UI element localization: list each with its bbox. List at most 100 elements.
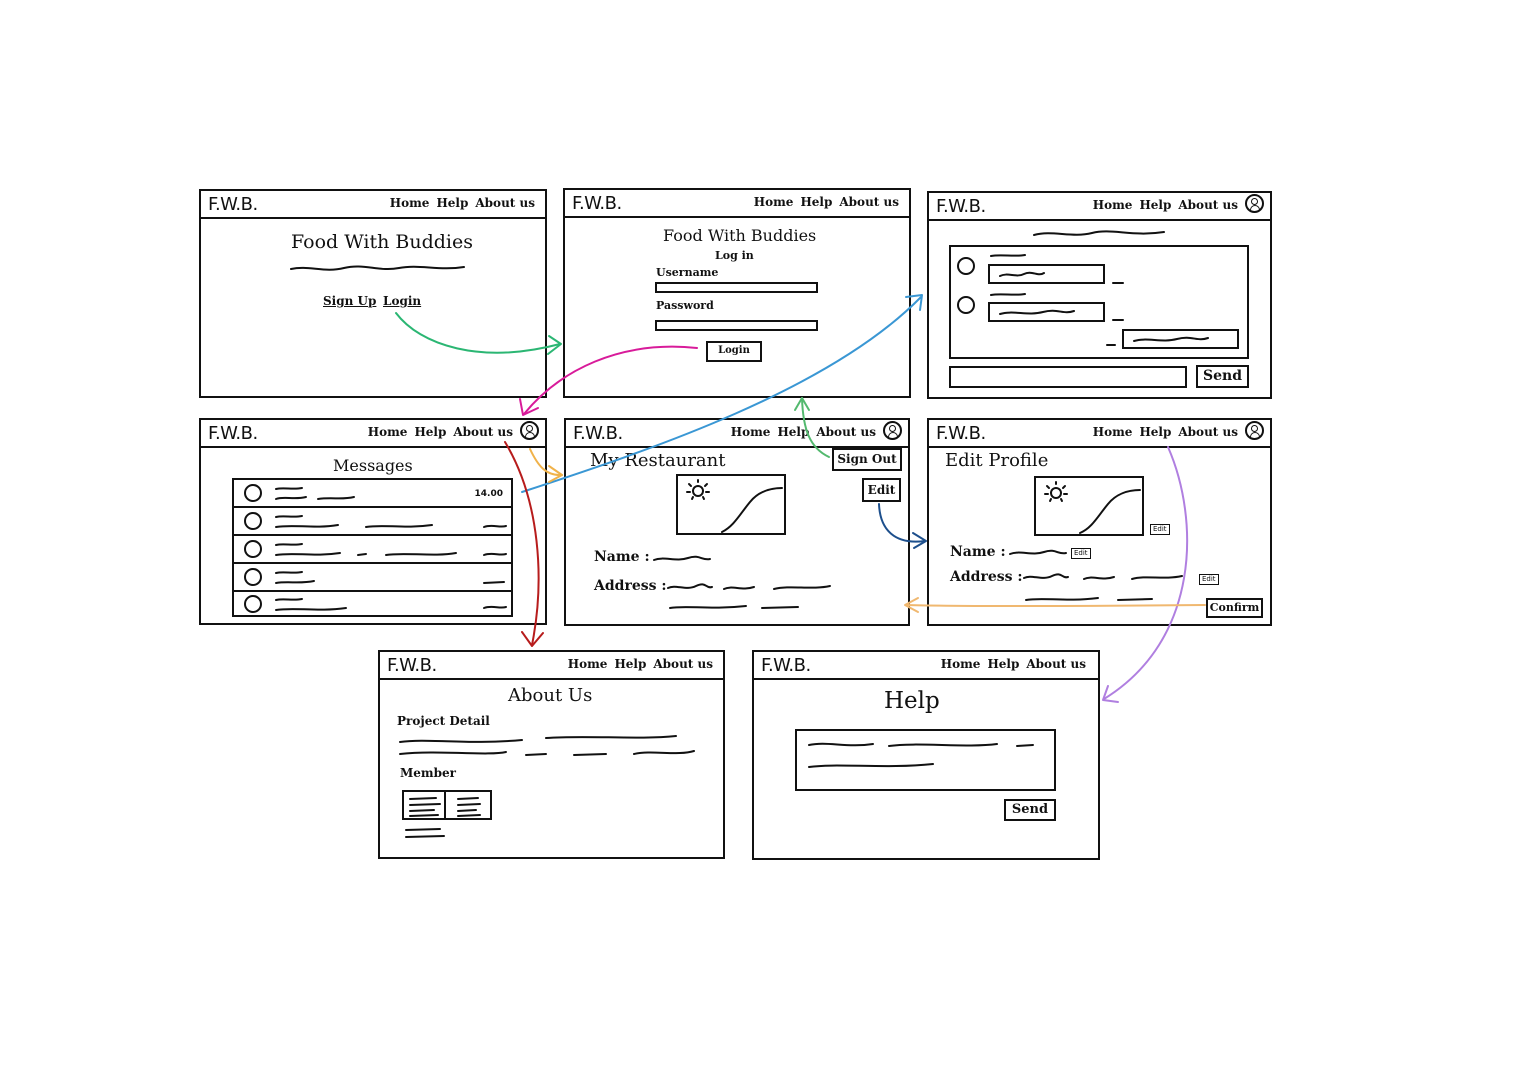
edit-name-button[interactable]: Edit: [1071, 548, 1091, 559]
name-value-scribble: [1009, 549, 1067, 555]
profile-avatar-icon[interactable]: [1245, 194, 1264, 213]
chat-bubble: [988, 264, 1105, 284]
help-message-field[interactable]: [795, 729, 1056, 791]
navbar: F.W.B. Home Help About us: [929, 193, 1270, 221]
member-card: [444, 790, 492, 820]
login-link[interactable]: Login: [383, 294, 422, 308]
member-caption-scribble: [405, 828, 445, 838]
profile-avatar-icon[interactable]: [1245, 421, 1264, 440]
nav-about[interactable]: About us: [453, 425, 513, 439]
chat-messages-panel: [949, 245, 1249, 359]
navbar: F.W.B. Home Help About us: [929, 420, 1270, 448]
message-time: 14.00: [474, 489, 503, 499]
message-row[interactable]: 14.00: [232, 478, 513, 508]
brand-logo[interactable]: F.W.B.: [761, 655, 811, 676]
bubble-text-scribble: [1133, 336, 1209, 342]
nav-help[interactable]: Help: [987, 657, 1020, 671]
name-label: Name :: [950, 544, 1006, 560]
user-avatar-icon: [957, 296, 975, 314]
nav-links: Home Help About us: [1093, 425, 1238, 439]
nav-help[interactable]: Help: [614, 657, 647, 671]
chat-send-button[interactable]: Send: [1196, 365, 1249, 388]
navbar: F.W.B. Home Help About us: [754, 652, 1098, 680]
edit-image-button[interactable]: Edit: [1150, 524, 1170, 535]
signout-button[interactable]: Sign Out: [832, 448, 902, 471]
address-label: Address :: [950, 569, 1023, 585]
nav-about[interactable]: About us: [1178, 198, 1238, 212]
screen-chat: F.W.B. Home Help About us Send: [927, 191, 1272, 399]
nav-home[interactable]: Home: [730, 425, 771, 439]
nav-help[interactable]: Help: [436, 196, 469, 210]
nav-about[interactable]: About us: [653, 657, 713, 671]
nav-help[interactable]: Help: [777, 425, 810, 439]
brand-logo[interactable]: F.W.B.: [387, 655, 437, 676]
chat-bubble: [988, 302, 1105, 322]
screen-messages: F.W.B. Home Help About us Messages 14.00: [199, 418, 547, 625]
nav-help[interactable]: Help: [1139, 425, 1172, 439]
nav-home[interactable]: Home: [940, 657, 981, 671]
nav-about[interactable]: About us: [1026, 657, 1086, 671]
nav-home[interactable]: Home: [753, 195, 794, 209]
nav-home[interactable]: Home: [1092, 198, 1133, 212]
project-detail-scribble: [399, 735, 695, 756]
profile-avatar-icon[interactable]: [520, 421, 539, 440]
profile-avatar-icon[interactable]: [883, 421, 902, 440]
nav-home[interactable]: Home: [1092, 425, 1133, 439]
about-title: About Us: [508, 685, 593, 706]
address-value-scribble: [667, 583, 831, 609]
nav-home[interactable]: Home: [367, 425, 408, 439]
navbar: F.W.B. Home Help About us: [565, 190, 909, 218]
user-avatar-icon: [244, 568, 262, 586]
navbar: F.W.B. Home Help About us: [201, 191, 545, 219]
help-message-scribble: [808, 742, 1034, 768]
brand-logo[interactable]: F.W.B.: [936, 423, 986, 444]
nav-help[interactable]: Help: [800, 195, 833, 209]
bubble-text-scribble: [999, 309, 1075, 315]
password-field[interactable]: [655, 320, 818, 331]
nav-about[interactable]: About us: [816, 425, 876, 439]
signup-link[interactable]: Sign Up: [323, 294, 377, 308]
nav-about[interactable]: About us: [475, 196, 535, 210]
screen-login: F.W.B. Home Help About us Food With Budd…: [563, 188, 911, 398]
nav-help[interactable]: Help: [414, 425, 447, 439]
message-row[interactable]: [232, 534, 513, 564]
brand-logo[interactable]: F.W.B.: [936, 196, 986, 217]
sender-scribble: [990, 293, 1026, 296]
nav-links: Home Help About us: [754, 195, 899, 209]
nav-about[interactable]: About us: [1178, 425, 1238, 439]
nav-links: Home Help About us: [941, 657, 1086, 671]
chat-message-input[interactable]: [949, 366, 1187, 388]
nav-home[interactable]: Home: [567, 657, 608, 671]
nav-help[interactable]: Help: [1139, 198, 1172, 212]
user-avatar-icon: [244, 595, 262, 613]
nav-about[interactable]: About us: [839, 195, 899, 209]
message-row[interactable]: [232, 562, 513, 592]
brand-logo[interactable]: F.W.B.: [208, 423, 258, 444]
landing-title: Food With Buddies: [291, 231, 474, 253]
chat-header-scribble: [1033, 230, 1165, 236]
username-field[interactable]: [655, 282, 818, 293]
screen-restaurant: F.W.B. Home Help About us My Restaurant …: [564, 418, 910, 626]
confirm-button[interactable]: Confirm: [1206, 598, 1263, 618]
message-preview-scribble: [275, 598, 507, 611]
message-row[interactable]: [232, 590, 513, 617]
edit-button[interactable]: Edit: [862, 478, 901, 502]
screen-edit-profile: F.W.B. Home Help About us Edit Profile E…: [927, 418, 1272, 626]
name-value-scribble: [653, 555, 711, 561]
brand-logo[interactable]: F.W.B.: [572, 193, 622, 214]
login-title: Food With Buddies: [663, 226, 817, 245]
bubble-text-scribble: [999, 271, 1045, 277]
edit-address-button[interactable]: Edit: [1199, 574, 1219, 585]
nav-home[interactable]: Home: [389, 196, 430, 210]
user-avatar-icon: [244, 512, 262, 530]
sender-scribble: [990, 254, 1026, 257]
member-info-scribble: [457, 797, 481, 817]
nav-links: Home Help About us: [368, 425, 513, 439]
navbar: F.W.B. Home Help About us: [380, 652, 723, 680]
login-button[interactable]: Login: [706, 341, 762, 362]
help-send-button[interactable]: Send: [1004, 799, 1056, 821]
brand-logo[interactable]: F.W.B.: [208, 194, 258, 215]
message-row[interactable]: [232, 506, 513, 536]
image-placeholder-icon: [1044, 481, 1141, 534]
brand-logo[interactable]: F.W.B.: [573, 423, 623, 444]
